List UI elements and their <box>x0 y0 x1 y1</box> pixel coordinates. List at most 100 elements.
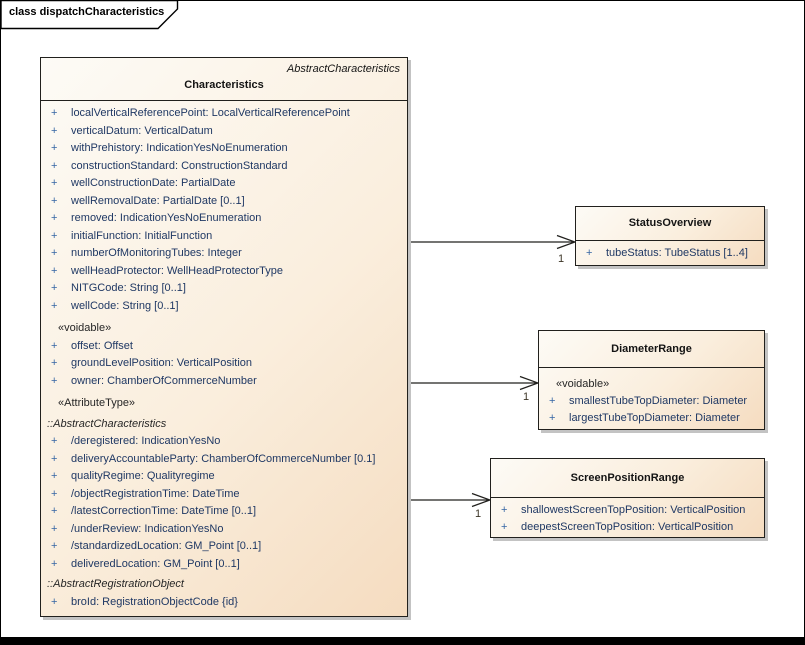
attribute-row: + wellHeadProtector: WellHeadProtectorTyp… <box>41 263 407 281</box>
attribute-row: + owner: ChamberOfCommerceNumber <box>41 373 407 391</box>
attribute-text: largestTubeTopDiameter: Diameter <box>569 412 740 424</box>
attribute-row: + withPrehistory: IndicationYesNoEnumerat… <box>41 140 407 158</box>
attribute-text: NITGCode: String [0..1] <box>71 282 186 294</box>
class-box-characteristics[interactable]: AbstractCharacteristics Characteristics … <box>40 57 408 617</box>
attribute-row: + tubeStatus: TubeStatus [1..4] <box>576 245 764 262</box>
visibility-marker: + <box>51 159 58 172</box>
stereotype-label: «voidable» <box>556 378 610 390</box>
visibility-marker: + <box>51 247 58 259</box>
visibility-marker: + <box>51 470 58 482</box>
package-label: ::AbstractRegistrationObject <box>47 578 184 590</box>
attribute-text: numberOfMonitoringTubes: Integer <box>71 247 242 259</box>
attribute-row: + NITGCode: String [0..1] <box>41 280 407 298</box>
attribute-row: + /latestCorrectionTime: DateTime [0..1] <box>41 503 407 521</box>
attribute-text: /latestCorrectionTime: DateTime [0..1] <box>71 505 257 517</box>
attribute-row: +/underReview: IndicationYesNo <box>41 521 407 539</box>
stereotype-label: «voidable» <box>58 322 112 334</box>
attribute-row: + verticalDatum: VerticalDatum <box>41 123 407 141</box>
attribute-text: broId: RegistrationObjectCode {id} <box>71 595 238 608</box>
visibility-marker: + <box>51 212 58 224</box>
attributes-compartment: «voidable» +smallestTubeTopDiameter: Dia… <box>539 368 764 427</box>
visibility-marker: + <box>51 452 58 465</box>
attribute-text: constructionStandard: ConstructionStanda… <box>71 159 288 172</box>
attributes-compartment: + tubeStatus: TubeStatus [1..4] <box>576 241 764 262</box>
attribute-text: deliveredLocation: GM_Point [0..1] <box>71 557 240 570</box>
attribute-row: +/deregistered: IndicationYesNo <box>41 433 407 451</box>
attribute-text: wellCode: String [0..1] <box>71 299 179 312</box>
visibility-marker: + <box>51 282 58 294</box>
attribute-text: wellRemovalDate: PartialDate [0..1] <box>71 194 245 207</box>
visibility-marker: + <box>501 521 508 533</box>
attribute-row: +removed: IndicationYesNoEnumeration <box>41 210 407 228</box>
attribute-text: owner: ChamberOfCommerceNumber <box>71 374 257 387</box>
attribute-text: verticalDatum: VerticalDatum <box>71 124 213 137</box>
diagram-title: class dispatchCharacteristics <box>9 6 165 18</box>
attribute-row: +groundLevelPosition: VerticalPosition <box>41 355 407 373</box>
attribute-row: + constructionStandard: ConstructionStand… <box>41 158 407 176</box>
attribute-text: tubeStatus: TubeStatus [1..4] <box>606 247 748 259</box>
visibility-marker: + <box>51 522 58 535</box>
connector-statusoverview[interactable] <box>409 234 577 250</box>
visibility-marker: + <box>549 395 556 407</box>
bottom-bar <box>0 637 805 645</box>
attribute-text: localVerticalReferencePoint: LocalVertic… <box>71 107 350 119</box>
class-box-screenpositionrange[interactable]: ScreenPositionRange + shallowestScreenTop… <box>490 458 765 538</box>
connector-diameterrange[interactable] <box>409 375 540 391</box>
attribute-text: wellConstructionDate: PartialDate <box>71 177 236 189</box>
connector-screenpositionrange[interactable] <box>409 492 492 508</box>
parent-class-note: AbstractCharacteristics <box>286 63 400 75</box>
multiplicity-label: 1 <box>474 508 482 520</box>
visibility-marker: + <box>51 194 58 207</box>
attributes-compartment: + localVerticalReferencePoint: LocalVerti… <box>41 101 407 611</box>
class-name: Characteristics <box>184 79 264 91</box>
attribute-row: +offset: Offset <box>41 338 407 356</box>
visibility-marker: + <box>586 247 593 259</box>
visibility-marker: + <box>51 595 58 608</box>
attribute-row: + largestTubeTopDiameter: Diameter <box>539 410 764 427</box>
attribute-text: /standardizedLocation: GM_Point [0..1] <box>71 540 262 552</box>
attribute-row: + /standardizedLocation: GM_Point [0..1] <box>41 538 407 556</box>
visibility-marker: + <box>51 557 58 570</box>
class-box-statusoverview[interactable]: StatusOverview + tubeStatus: TubeStatus [… <box>575 206 765 266</box>
visibility-marker: + <box>51 229 58 242</box>
visibility-marker: + <box>51 487 58 500</box>
attribute-row: + deliveredLocation: GM_Point [0..1] <box>41 556 407 574</box>
attribute-text: /objectRegistrationTime: DateTime <box>71 487 240 500</box>
visibility-marker: + <box>51 177 58 189</box>
attribute-text: initialFunction: InitialFunction <box>71 229 213 242</box>
attribute-row: + broId: RegistrationObjectCode {id} <box>41 594 407 612</box>
visibility-marker: + <box>51 264 58 277</box>
multiplicity-label: 1 <box>557 253 565 265</box>
visibility-marker: + <box>51 505 58 517</box>
attribute-row: + wellConstructionDate: PartialDate <box>41 175 407 193</box>
attribute-text: withPrehistory: IndicationYesNoEnumerati… <box>71 142 288 154</box>
attribute-row: +smallestTubeTopDiameter: Diameter <box>539 393 764 410</box>
visibility-marker: + <box>51 374 58 387</box>
attribute-row: + numberOfMonitoringTubes: Integer <box>41 245 407 263</box>
attributes-compartment: + shallowestScreenTopPosition: VerticalPo… <box>491 498 764 536</box>
class-box-diameterrange[interactable]: DiameterRange «voidable» +smallestTubeTo… <box>538 330 765 430</box>
class-name: ScreenPositionRange <box>570 471 685 484</box>
visibility-marker: + <box>51 435 58 447</box>
visibility-marker: + <box>51 124 58 137</box>
attribute-row: + initialFunction: InitialFunction <box>41 228 407 246</box>
visibility-marker: + <box>51 299 58 312</box>
attribute-row: + wellCode: String [0..1] <box>41 298 407 316</box>
package-label: ::AbstractCharacteristics <box>47 417 167 430</box>
visibility-marker: + <box>51 142 58 154</box>
attribute-text: qualityRegime: Qualityregime <box>71 470 215 482</box>
attribute-row: + qualityRegime: Qualityregime <box>41 468 407 486</box>
title-tab-shape <box>0 0 179 30</box>
visibility-marker: + <box>51 107 58 119</box>
class-name: StatusOverview <box>628 217 712 229</box>
visibility-marker: + <box>549 412 556 424</box>
stereotype-label: «AttributeType» <box>58 397 136 409</box>
visibility-marker: + <box>51 540 58 552</box>
attribute-text: groundLevelPosition: VerticalPosition <box>71 357 253 369</box>
attribute-text: wellHeadProtector: WellHeadProtectorType <box>71 264 283 277</box>
attribute-row: +deepestScreenTopPosition: VerticalPosit… <box>491 519 764 536</box>
attribute-text: deliveryAccountableParty: ChamberOfComme… <box>71 452 376 465</box>
attribute-row: + deliveryAccountableParty: ChamberOfComm… <box>41 451 407 469</box>
attribute-text: shallowestScreenTopPosition: VerticalPos… <box>521 504 746 516</box>
